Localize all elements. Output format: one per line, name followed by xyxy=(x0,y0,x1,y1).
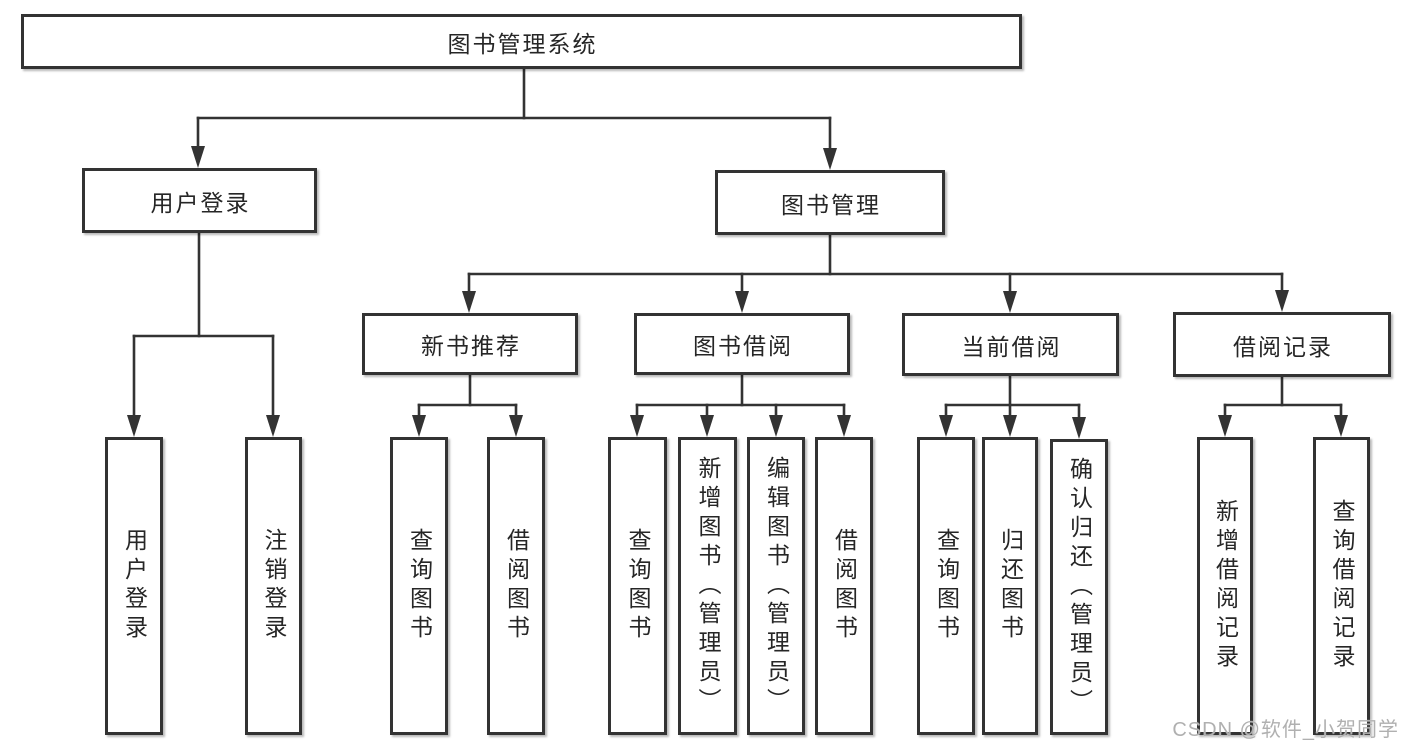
node-current-borrow: 当前借阅 xyxy=(902,313,1119,376)
node-book-management: 图书管理 xyxy=(715,170,945,235)
node-book-borrow: 图书借阅 xyxy=(634,313,850,375)
leaf-return-books-label: 归还图书 xyxy=(997,528,1024,644)
node-user-login-label: 用户登录 xyxy=(150,189,251,216)
leaf-recommend-borrow-books-label: 借阅图书 xyxy=(503,528,530,644)
leaf-current-query-books-label: 查询图书 xyxy=(933,528,960,644)
leaf-query-borrow-record: 查询借阅记录 xyxy=(1313,437,1370,735)
leaf-add-books-admin: 新增图书（管理员） xyxy=(678,437,737,735)
node-user-login: 用户登录 xyxy=(82,168,317,233)
leaf-add-books-admin-label: 新增图书（管理员） xyxy=(695,455,721,717)
leaf-user-login-label: 用户登录 xyxy=(121,528,148,644)
leaf-edit-books-admin-label: 编辑图书（管理员） xyxy=(763,455,790,717)
leaf-borrow-books-label: 借阅图书 xyxy=(831,528,858,644)
leaf-confirm-return-admin: 确认归还（管理员） xyxy=(1050,439,1108,735)
leaf-borrow-query-books: 查询图书 xyxy=(608,437,667,735)
leaf-add-borrow-record: 新增借阅记录 xyxy=(1197,437,1253,735)
leaf-add-borrow-record-label: 新增借阅记录 xyxy=(1212,499,1239,673)
leaf-logout-label: 注销登录 xyxy=(261,528,287,644)
node-root: 图书管理系统 xyxy=(21,14,1022,69)
leaf-recommend-query-books: 查询图书 xyxy=(390,437,448,735)
leaf-borrow-books: 借阅图书 xyxy=(815,437,873,735)
node-borrow-record: 借阅记录 xyxy=(1173,312,1391,377)
node-current-borrow-label: 当前借阅 xyxy=(961,333,1062,360)
node-borrow-record-label: 借阅记录 xyxy=(1233,333,1333,360)
leaf-user-login: 用户登录 xyxy=(105,437,163,735)
leaf-return-books: 归还图书 xyxy=(982,437,1038,735)
node-new-book-recommend-label: 新书推荐 xyxy=(421,333,521,359)
node-new-book-recommend: 新书推荐 xyxy=(362,313,578,375)
leaf-logout: 注销登录 xyxy=(245,437,302,735)
node-book-management-label: 图书管理 xyxy=(781,191,881,218)
leaf-recommend-borrow-books: 借阅图书 xyxy=(487,437,545,735)
node-book-borrow-label: 图书借阅 xyxy=(693,333,793,359)
leaf-recommend-query-books-label: 查询图书 xyxy=(406,528,433,644)
leaf-query-borrow-record-label: 查询借阅记录 xyxy=(1329,499,1355,673)
leaf-edit-books-admin: 编辑图书（管理员） xyxy=(747,437,805,735)
leaf-borrow-query-books-label: 查询图书 xyxy=(625,528,651,644)
csdn-watermark: CSDN @软件_小贺同学 xyxy=(1172,719,1399,741)
leaf-confirm-return-admin-label: 确认归还（管理员） xyxy=(1066,456,1093,718)
node-root-label: 图书管理系统 xyxy=(447,30,598,57)
leaf-current-query-books: 查询图书 xyxy=(917,437,975,735)
